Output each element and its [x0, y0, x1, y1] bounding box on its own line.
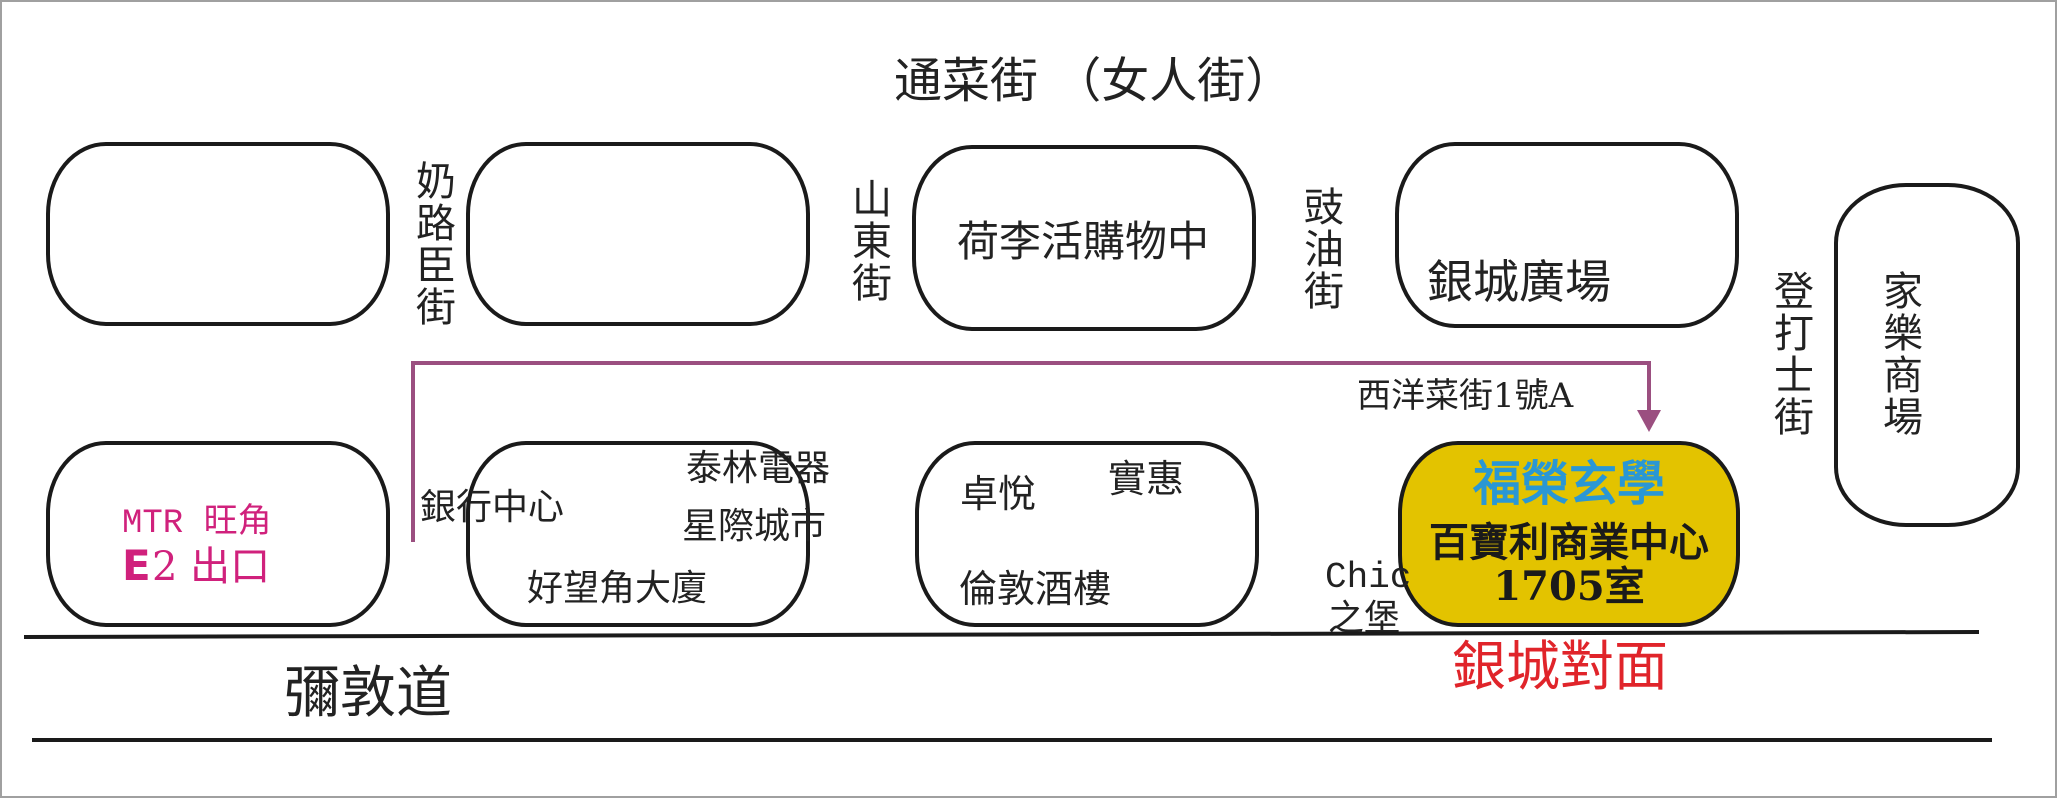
mtr-exit-letter: E — [122, 541, 151, 590]
destination-name: 福榮玄學 — [1472, 456, 1665, 512]
goodhope-label: 好望角大廈 — [527, 568, 707, 609]
street-nathan: 彌敦道 — [284, 661, 452, 726]
street-tung-choi: 通菜街 （女人街） — [894, 53, 1293, 109]
address-label: 西洋菜街1號A — [1357, 376, 1574, 416]
walking-route — [411, 361, 1651, 542]
tailam-label: 泰林電器 — [686, 448, 830, 489]
bank-centre-label: 銀行中心 — [420, 487, 564, 528]
mtr-line1: MTR 旺角 — [122, 502, 272, 543]
block-top-1 — [46, 142, 390, 326]
destination-building: 百寶利商業中心 — [1429, 520, 1709, 566]
block-london — [915, 441, 1259, 627]
london-restaurant-label: 倫敦酒樓 — [959, 567, 1111, 611]
chic-line1: Chic — [1325, 557, 1411, 598]
block-kaleo — [1834, 183, 2020, 527]
block-top-2 — [466, 142, 810, 326]
sasa-label: 實惠 — [1108, 457, 1184, 501]
block-silvercorp — [1395, 142, 1739, 328]
starcity-label: 星際城市 — [682, 506, 826, 547]
block-destination — [1398, 441, 1740, 627]
route-arrow-icon — [1637, 410, 1661, 432]
block-hollywood — [912, 145, 1256, 331]
kaleo-label: 家樂商場 — [1876, 270, 1922, 438]
street-shantung: 山東街 — [845, 178, 892, 304]
block-goodhope — [466, 441, 810, 627]
hollywood-label: 荷李活購物中 — [957, 217, 1209, 266]
destination-room: 1705室 — [1493, 563, 1644, 610]
street-dundas: 登打士街 — [1767, 270, 1814, 438]
street-soy: 豉油街 — [1297, 186, 1344, 312]
cheuk-yuet-label: 卓悅 — [960, 472, 1036, 516]
nathan-road-north-edge — [23, 630, 1980, 639]
opposite-note: 銀城對面 — [1452, 635, 1668, 698]
mtr-line2: 2 出口 — [152, 544, 270, 590]
silvercorp-label: 銀城廣場 — [1427, 255, 1611, 309]
street-nelson: 奶路臣街 — [409, 160, 456, 328]
block-mtr — [46, 441, 390, 627]
